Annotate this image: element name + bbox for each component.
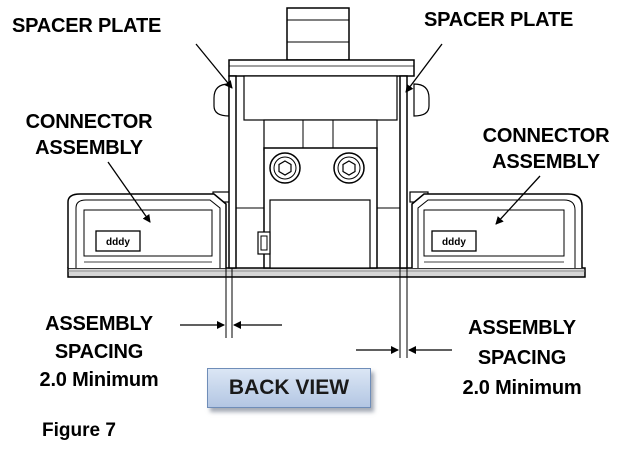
label-spacing-left-line1: ASSEMBLY <box>45 313 153 335</box>
label-connector-left-line2: ASSEMBLY <box>35 137 143 159</box>
dimension-extension-lines <box>225 268 408 358</box>
leader-spacer-left <box>195 43 233 89</box>
center-housing <box>212 7 430 269</box>
connector-tag-left: dddy <box>106 237 130 248</box>
spacer-plate-left <box>228 75 237 269</box>
leader-spacer-right <box>405 43 443 93</box>
connector-assembly-left: dddy <box>67 193 227 268</box>
label-spacing-left-line2: SPACING <box>54 341 144 363</box>
back-view-label: BACK VIEW <box>207 368 371 408</box>
connector-tag-right: dddy <box>442 237 466 248</box>
leader-connector-right <box>495 175 541 225</box>
label-spacing-left-line3: 2.0 Minimum <box>39 369 159 391</box>
hex-screw-left-icon <box>269 152 301 184</box>
label-spacer-plate-left: SPACER PLATE <box>12 15 162 37</box>
label-spacing-right-line1: ASSEMBLY <box>468 317 576 339</box>
label-connector-right-line2: ASSEMBLY <box>492 151 600 173</box>
label-spacing-right-line3: 2.0 Minimum <box>462 377 582 399</box>
label-spacer-plate-right: SPACER PLATE <box>424 9 574 31</box>
label-connector-right-line1: CONNECTOR <box>482 125 610 147</box>
label-spacing-right-line2: SPACING <box>477 347 567 369</box>
figure-caption: Figure 7 <box>42 420 116 441</box>
spacer-plate-right <box>399 75 408 269</box>
hex-screw-right-icon <box>333 152 365 184</box>
leader-connector-left <box>107 161 151 223</box>
connector-assembly-right: dddy <box>411 193 583 268</box>
label-connector-left-line1: CONNECTOR <box>25 111 153 133</box>
